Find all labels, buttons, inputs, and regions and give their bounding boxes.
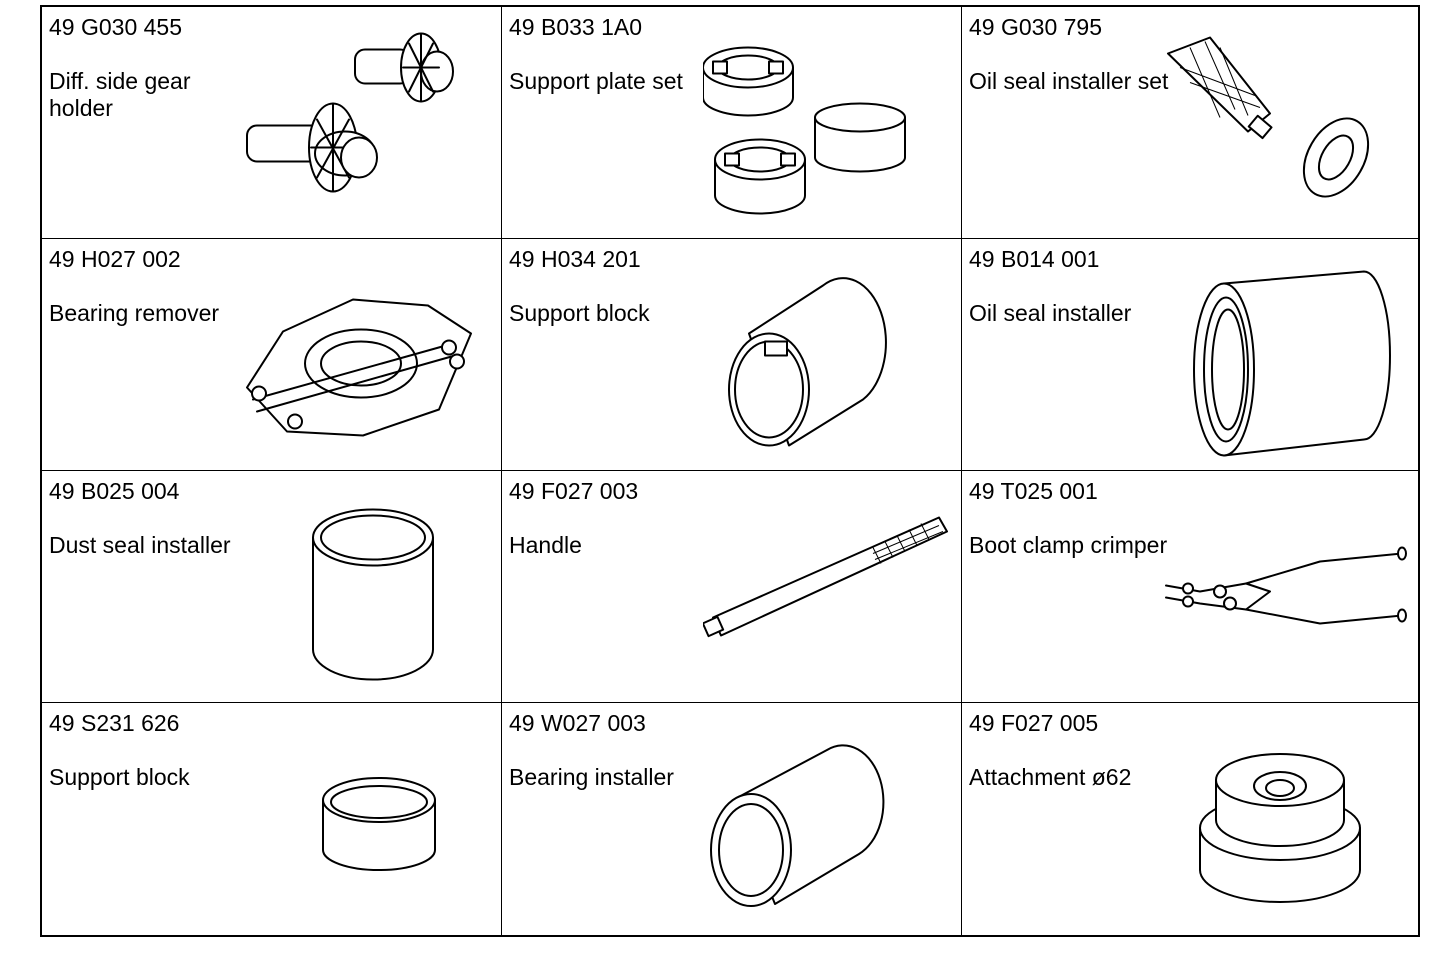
tool-name: Diff. side gear holder: [49, 68, 191, 121]
tool-cell: 49 G030 795 Oil seal installer set: [962, 7, 1418, 239]
side-gear-holder-icon: [243, 25, 493, 230]
bearing-remover-icon: [243, 257, 493, 462]
tool-cell: 49 T025 001 Boot clamp crimper: [962, 471, 1418, 703]
tool-name: Boot clamp crimper: [969, 532, 1168, 558]
bearing-installer-icon: [703, 721, 953, 927]
special-tools-table: 49 G030 455 Diff. side gear holder: [40, 5, 1420, 937]
attachment-icon: [1160, 721, 1410, 927]
tool-cell: 49 H027 002 Bearing remover: [42, 239, 502, 471]
oil-seal-installer-icon: [1160, 257, 1410, 462]
tool-cell: 49 B014 001 Oil seal installer: [962, 239, 1418, 471]
ring-support-block-icon: [243, 721, 493, 927]
support-plate-set-icon: [703, 25, 953, 230]
tool-cell: 49 F027 003 Handle: [502, 471, 962, 703]
part-number: 49 B033 1A0: [509, 14, 643, 40]
tool-name: Handle: [509, 532, 582, 558]
part-number: 49 W027 003: [509, 710, 646, 736]
part-number: 49 F027 005: [969, 710, 1099, 736]
tool-cell: 49 H034 201 Support block: [502, 239, 962, 471]
tool-name: Oil seal installer: [969, 300, 1132, 326]
tool-name: Attachment ø62: [969, 764, 1132, 790]
part-number: 49 H034 201: [509, 246, 641, 272]
tool-name: Oil seal installer set: [969, 68, 1169, 94]
tool-cell: 49 G030 455 Diff. side gear holder: [42, 7, 502, 239]
tool-name: Bearing remover: [49, 300, 220, 326]
tool-name: Support plate set: [509, 68, 683, 94]
oil-seal-installer-set-icon: [1160, 25, 1410, 230]
boot-clamp-crimper-icon: [1160, 489, 1410, 694]
part-number: 49 F027 003: [509, 478, 639, 504]
handle-icon: [703, 489, 953, 694]
tool-cell: 49 S231 626 Support block: [42, 703, 502, 935]
part-number: 49 G030 795: [969, 14, 1103, 40]
tool-name: Bearing installer: [509, 764, 674, 790]
tool-cell: 49 B033 1A0 Support plate set: [502, 7, 962, 239]
part-number: 49 B014 001: [969, 246, 1100, 272]
tool-cell: 49 B025 004 Dust seal installer: [42, 471, 502, 703]
tool-name: Support block: [49, 764, 190, 790]
tool-name: Dust seal installer: [49, 532, 231, 558]
part-number: 49 G030 455: [49, 14, 183, 40]
slotted-support-block-icon: [703, 257, 953, 462]
part-number: 49 T025 001: [969, 478, 1098, 504]
part-number: 49 H027 002: [49, 246, 181, 272]
part-number: 49 S231 626: [49, 710, 180, 736]
part-number: 49 B025 004: [49, 478, 180, 504]
tool-cell: 49 F027 005 Attachment ø62: [962, 703, 1418, 935]
tool-name: Support block: [509, 300, 650, 326]
tool-cell: 49 W027 003 Bearing installer: [502, 703, 962, 935]
dust-seal-installer-icon: [243, 489, 493, 694]
